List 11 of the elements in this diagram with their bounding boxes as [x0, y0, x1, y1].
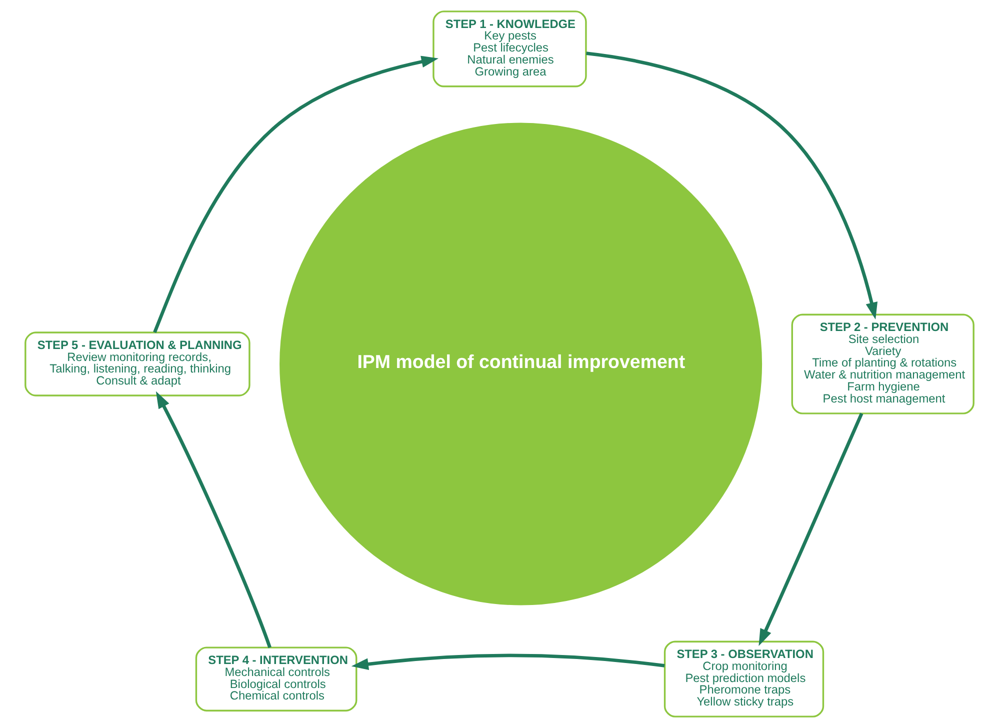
- arrow: [351, 654, 665, 670]
- node-box: STEP 4 - INTERVENTION Mechanical controls Biological controls Chemical controls: [195, 646, 358, 712]
- arrow: [586, 52, 878, 320]
- arrow: [156, 391, 272, 648]
- node-box: STEP 5 - EVALUATION & PLANNING Review monitoring records, Talking, listening, reading, thinking Consult & adapt: [24, 332, 250, 396]
- arrow: [758, 412, 864, 646]
- node-box: STEP 1 - KNOWLEDGE Key pests Pest lifecycles Natural enemies Growing area: [432, 10, 587, 88]
- node-box: STEP 2 - PREVENTION Site selection Variety Time of planting & rotations Water & nutrition management Farm hygiene Pest host management: [791, 314, 974, 414]
- node-box: STEP 3 - OBSERVATION Crop monitoring Pest prediction models Pheromone traps Yellow sticky traps: [664, 640, 824, 718]
- arrow: [153, 56, 438, 334]
- node-circle: IPM model of continual improvement: [280, 122, 762, 606]
